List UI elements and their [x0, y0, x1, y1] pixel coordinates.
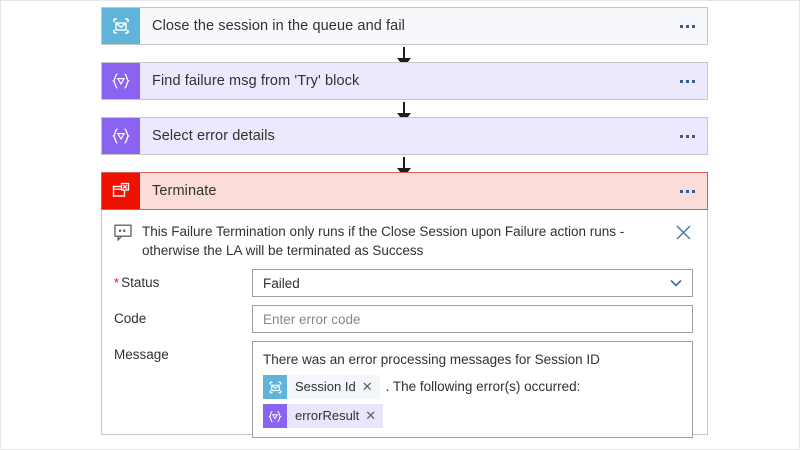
service-bus-session-icon — [263, 375, 287, 399]
message-control: There was an error processing messages f… — [252, 341, 693, 438]
token-remove-icon[interactable]: ✕ — [365, 408, 377, 423]
message-line-1: There was an error processing messages f… — [263, 352, 600, 367]
field-row-code: Code Enter error code — [114, 305, 695, 333]
message-tail-text: . The following error(s) occurred: — [385, 379, 581, 394]
token-remove-icon[interactable]: ✕ — [361, 379, 373, 394]
comment-icon — [114, 222, 142, 246]
action-title: Select error details — [152, 128, 275, 144]
token-error-result[interactable]: errorResult ✕ — [263, 404, 384, 428]
message-input[interactable]: There was an error processing messages f… — [252, 341, 693, 438]
comment-row: This Failure Termination only runs if th… — [114, 222, 695, 260]
action-title: Terminate — [152, 183, 217, 199]
action-menu-button[interactable] — [667, 8, 707, 44]
message-label-text: Message — [114, 347, 169, 362]
message-line-3: errorResult ✕ — [263, 403, 682, 429]
field-row-status: * Status Failed — [114, 269, 695, 297]
code-label-text: Code — [114, 311, 147, 326]
message-line-2: Session Id ✕ . The following error(s) oc… — [263, 374, 682, 400]
action-card-select-error-details[interactable]: Select error details — [101, 117, 708, 155]
code-control: Enter error code — [252, 305, 693, 333]
message-label: Message — [114, 341, 252, 362]
status-label-text: Status — [121, 275, 160, 290]
token-label: Session Id — [295, 379, 356, 394]
status-value: Failed — [263, 275, 300, 291]
data-operations-icon — [102, 63, 140, 99]
token-session-id[interactable]: Session Id ✕ — [263, 375, 380, 399]
terminate-icon — [102, 173, 140, 209]
terminate-details-panel: This Failure Termination only runs if th… — [101, 210, 708, 438]
comment-text: This Failure Termination only runs if th… — [142, 224, 625, 258]
action-menu-button[interactable] — [667, 63, 707, 99]
data-operations-icon — [102, 118, 140, 154]
action-card-terminate[interactable]: Terminate — [101, 172, 708, 210]
action-card-find-failure-msg[interactable]: Find failure msg from 'Try' block — [101, 62, 708, 100]
code-input[interactable]: Enter error code — [252, 305, 693, 333]
code-label: Code — [114, 305, 252, 326]
action-menu-button[interactable] — [667, 118, 707, 154]
field-row-message: Message There was an error processing me… — [114, 341, 695, 438]
chevron-down-icon — [668, 275, 684, 291]
action-menu-button[interactable] — [667, 173, 707, 209]
status-select[interactable]: Failed — [252, 269, 693, 297]
action-title: Find failure msg from 'Try' block — [152, 73, 360, 89]
action-title: Close the session in the queue and fail — [152, 18, 405, 34]
status-control: Failed — [252, 269, 693, 297]
data-operations-icon — [263, 404, 287, 428]
close-icon[interactable] — [671, 222, 695, 241]
action-card-close-session[interactable]: Close the session in the queue and fail — [101, 7, 708, 45]
token-label: errorResult — [295, 408, 360, 423]
service-bus-session-icon — [102, 8, 140, 44]
status-label: * Status — [114, 269, 252, 290]
required-marker: * — [114, 275, 120, 290]
